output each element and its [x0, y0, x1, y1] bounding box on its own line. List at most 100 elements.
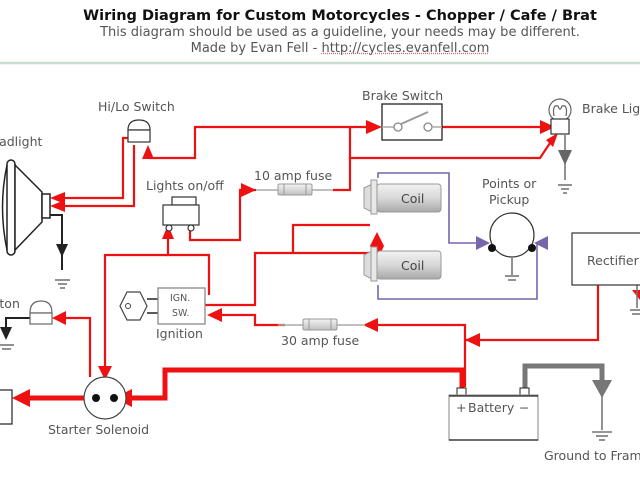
rectifier-box	[571, 232, 640, 286]
fuse-30a[interactable]	[278, 318, 365, 331]
arrow-headlight-ground	[56, 244, 68, 257]
lights-switch-cap	[171, 196, 197, 206]
arrow-points-right	[534, 236, 548, 250]
wire-hilo-headlight-a	[58, 136, 128, 200]
wire-brake-junction	[348, 127, 553, 160]
starter-button-base	[29, 312, 53, 325]
label-points-2: Pickup	[489, 192, 529, 207]
credit-prefix: Made by Evan Fell -	[190, 41, 322, 56]
hilo-dome	[127, 119, 151, 131]
points-terminal-r	[528, 244, 536, 252]
ground-symbols	[0, 135, 640, 441]
wire-solenoid-to-button	[60, 316, 92, 377]
label-lights-onoff: Lights on/off	[146, 178, 224, 193]
battery-terminal-neg	[519, 387, 530, 396]
arrow-fuse-10	[241, 183, 256, 197]
arrow-button	[52, 311, 66, 325]
solenoid-terminal-r	[110, 394, 118, 402]
points-pickup[interactable]	[488, 212, 536, 258]
brake-bulb-glass	[548, 98, 572, 122]
wire-lights-to-fuse	[188, 188, 256, 242]
rectifier[interactable]: Rectifier	[571, 232, 640, 286]
wire-lights-to-solenoid	[103, 253, 168, 375]
coil-arrows	[476, 236, 548, 250]
headlight-connector	[41, 193, 51, 219]
solenoid-body	[83, 376, 127, 420]
battery-plus: +	[456, 400, 466, 415]
wire-coil-bottom-to-points	[377, 243, 538, 300]
lights-switch-pin-l	[165, 224, 173, 232]
brake-switch-box	[381, 103, 443, 141]
label-rectifier: Rectifier	[587, 253, 640, 268]
coil-top[interactable]: Coil	[363, 179, 442, 215]
arrow-rectifier-ground	[632, 290, 640, 300]
ignition-body	[157, 287, 206, 325]
credit-link[interactable]: http://cycles.evanfell.com	[321, 41, 490, 56]
label-brake-switch: Brake Switch	[362, 88, 443, 103]
wire-battery-to-30a	[365, 323, 467, 387]
hilo-base	[127, 129, 151, 143]
fuse-30a-body	[302, 318, 338, 331]
headlight[interactable]	[1, 159, 51, 256]
brake-switch-contact-l	[393, 122, 403, 132]
arrow-button-ground	[0, 327, 12, 340]
brake-bulb-filament	[552, 105, 568, 117]
battery-minus: −	[519, 400, 529, 415]
label-hilo-switch: Hi/Lo Switch	[98, 99, 175, 114]
starter-motor[interactable]	[0, 389, 13, 425]
headlight-rim	[6, 159, 16, 256]
label-ign-2: SW.	[172, 308, 189, 319]
arrow-brakelight-ground	[558, 150, 572, 165]
diagram-title: Wiring Diagram for Custom Motorcycles - …	[83, 8, 597, 24]
wire-rectifier-to-battery	[465, 285, 600, 342]
coil-bottom[interactable]: Coil	[363, 246, 442, 282]
headlight-back	[1, 164, 8, 251]
starter-solenoid[interactable]	[83, 376, 127, 420]
arrow-brake-light	[540, 120, 555, 134]
arrow-points-left	[476, 236, 490, 250]
label-fuse-10a: 10 amp fuse	[254, 168, 332, 183]
wire-hilo-feed	[148, 125, 350, 160]
lights-switch[interactable]	[162, 196, 200, 232]
label-brake-light: Brake Light	[582, 101, 640, 116]
wire-button-ground	[5, 317, 30, 335]
hilo-switch[interactable]	[127, 119, 151, 143]
label-starter-solenoid: Starter Solenoid	[48, 422, 149, 437]
fuse-10a[interactable]	[256, 183, 333, 196]
lights-switch-pin-r	[187, 224, 195, 232]
starter-button[interactable]	[29, 300, 53, 325]
coil-wires	[377, 172, 538, 300]
label-starter-button: Button	[0, 296, 20, 311]
label-headlight: Headlight	[0, 134, 42, 149]
brake-switch[interactable]	[381, 103, 443, 141]
starter-button-dome	[29, 300, 53, 314]
wire-battery-to-solenoid	[125, 367, 465, 401]
arrow-starter-motor	[12, 389, 30, 407]
coil-bottom-flange	[370, 246, 378, 282]
ignition-key	[119, 291, 148, 321]
arrow-lights-switch	[162, 225, 174, 239]
ignition-switch[interactable]: IGN. SW.	[119, 287, 206, 325]
wire-ign-to-coils	[205, 223, 370, 307]
fuse-10a-body	[277, 183, 313, 196]
brake-light[interactable]	[548, 98, 572, 135]
wire-10a-fuse-out	[333, 158, 352, 192]
label-coil-top: Coil	[401, 191, 424, 206]
headlight-bowl	[14, 163, 43, 252]
diagram-subtitle: This diagram should be used as a guideli…	[100, 25, 580, 40]
coil-top-body	[376, 183, 442, 213]
arrow-brake-light-b	[546, 133, 558, 147]
brake-switch-contact-r	[423, 122, 433, 132]
wire-headlight-ground	[50, 214, 63, 270]
points-circle	[489, 212, 535, 258]
label-ignition: Ignition	[156, 326, 203, 341]
ignition-key-hole	[125, 303, 131, 309]
label-points-1: Points or	[482, 176, 537, 191]
arrow-rectifier-to-battery	[465, 333, 480, 347]
label-coil-bottom: Coil	[401, 258, 424, 273]
starter-wires	[20, 367, 465, 401]
battery[interactable]: + Battery −	[448, 387, 539, 441]
coil-top-flange	[370, 179, 378, 215]
coil-bottom-body	[376, 250, 442, 280]
points-terminal-l	[488, 244, 496, 252]
